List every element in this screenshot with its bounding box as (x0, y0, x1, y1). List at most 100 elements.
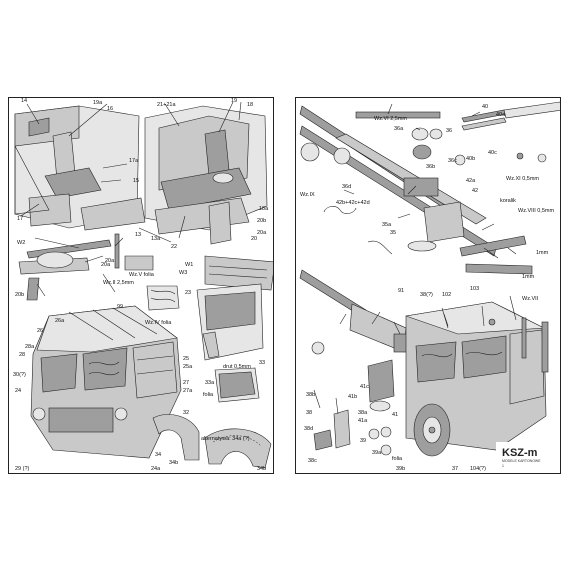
part-label: Wz.XI 0,5mm (506, 176, 539, 182)
part-label: 1mm (536, 250, 549, 256)
chassis-top (299, 105, 533, 275)
part-label: 27a (183, 388, 193, 394)
part-label: 20b (257, 218, 266, 224)
part-label: 35 (390, 230, 396, 236)
part-label: 40a (496, 112, 506, 118)
part-label: 36 (446, 128, 452, 134)
part-label: 99 (117, 304, 123, 310)
part-label: 34 (155, 452, 161, 458)
part-label: 24 (15, 388, 21, 394)
part-label: 37 (452, 466, 458, 472)
part-label: 38(?) (420, 292, 433, 298)
part-label: folia (203, 392, 214, 398)
part-label: W1 (185, 262, 193, 268)
part-label: 39 (360, 438, 366, 444)
part-label: 25a (183, 364, 193, 370)
part-label: 40c (488, 150, 497, 156)
roof-panel (204, 255, 273, 291)
part-label: 36c (448, 158, 457, 164)
part-label: 33 (259, 360, 265, 366)
part-label: 26 (37, 328, 43, 334)
part-label: 20a (257, 230, 267, 236)
part-label: 28 (19, 352, 25, 358)
part-label: 38a (358, 410, 368, 416)
part-label: 41 (392, 412, 398, 418)
part-label: 104(?) (470, 466, 486, 472)
part-label: 17a (129, 158, 139, 164)
part-label: 13 (135, 232, 141, 238)
ksz-logo: KSZ-m MODELE KARTONOWE 1 (496, 442, 558, 468)
part-label: 14 (21, 98, 27, 104)
part-label: 41b (348, 394, 357, 400)
part-label: 23 (185, 290, 191, 296)
cab-interior-left (14, 105, 146, 231)
part-label: 42a (466, 178, 476, 184)
part-label: 17 (17, 216, 23, 222)
part-label: 41c (360, 384, 369, 390)
part-label: 35a (382, 222, 392, 228)
part-label: 36a (394, 126, 404, 132)
part-label: 42b+42c+42d (336, 200, 370, 206)
part-label: folia (392, 456, 403, 462)
part-label: 22 (171, 244, 177, 250)
part-label: 20 (251, 236, 257, 242)
part-label: 32 (183, 410, 189, 416)
mirror-part (214, 367, 260, 403)
part-label: 30(?) (13, 372, 26, 378)
part-label: Wz.IX (300, 192, 315, 198)
part-label: 20a (101, 262, 111, 268)
part-label: Wz.II 2,5mm (103, 280, 134, 286)
part-label: 24a (151, 466, 161, 472)
part-label: 19a (93, 100, 103, 106)
part-label: alternatywa: 34a (?) (201, 436, 250, 442)
cab-front (30, 305, 182, 459)
part-label: 102 (442, 292, 451, 298)
part-label: 27 (183, 380, 189, 386)
part-label: 103 (470, 286, 479, 292)
right-labels: Wz.VI 2,5mm 36a 36 40 40a 40b 40c 36c 36… (300, 104, 554, 472)
part-label: 20a (105, 258, 115, 264)
part-label: 38 (306, 410, 312, 416)
part-label: 18 (247, 102, 253, 108)
part-label: 1mm (522, 274, 535, 280)
part-label: W3 (179, 270, 187, 276)
right-page-drawing: Wz.VI 2,5mm 36a 36 40 40a 40b 40c 36c 36… (299, 101, 560, 472)
part-label: 34b (169, 460, 178, 466)
steering-parts (18, 233, 180, 311)
part-label: Wz.V folia (129, 272, 155, 278)
part-label: 36b (426, 164, 435, 170)
part-label: Wz.VIII 0,5mm (518, 208, 554, 214)
part-label: 21+21a (157, 102, 176, 108)
left-labels: 14 19a 16 21+21a 19 18 17a 15 17 13 W2 2… (13, 98, 269, 472)
part-label: Wz.IV folia (145, 320, 172, 326)
part-label: 19 (231, 98, 237, 104)
part-label: 40b (466, 156, 475, 162)
leader-lines (20, 101, 242, 297)
part-label: 33a (205, 380, 215, 386)
part-label: 42 (472, 188, 478, 194)
left-page-drawing: 14 19a 16 21+21a 19 18 17a 15 17 13 W2 2… (13, 98, 273, 472)
part-label: 16 (107, 106, 113, 112)
door-panel (196, 283, 264, 361)
cab-bottom (299, 269, 549, 451)
fender-parts (152, 414, 272, 469)
cab-interior-right (144, 105, 268, 245)
part-label: Wz.VII (522, 296, 539, 302)
part-label: Wz.VI 2,5mm (374, 116, 407, 122)
part-label: 39a (372, 450, 382, 456)
instruction-page-right: Wz.VI 2,5mm 36a 36 40 40a 40b 40c 36c 36… (295, 97, 561, 474)
instruction-page-left: 14 19a 16 21+21a 19 18 17a 15 17 13 W2 2… (8, 97, 274, 474)
part-label: 26a (55, 318, 65, 324)
part-label: W2 (17, 240, 25, 246)
wheel-parts (313, 359, 451, 457)
part-label: 25 (183, 356, 189, 362)
part-label: 38d (304, 426, 313, 432)
part-label: 39b (396, 466, 405, 472)
part-label: 34b (257, 466, 266, 472)
leader-lines-right (313, 103, 517, 415)
logo-small: 1 (502, 464, 504, 468)
part-label: 15 (133, 178, 139, 184)
part-label: 40 (482, 104, 488, 110)
part-label: 18a (259, 206, 269, 212)
logo-text: KSZ-m (502, 447, 538, 459)
